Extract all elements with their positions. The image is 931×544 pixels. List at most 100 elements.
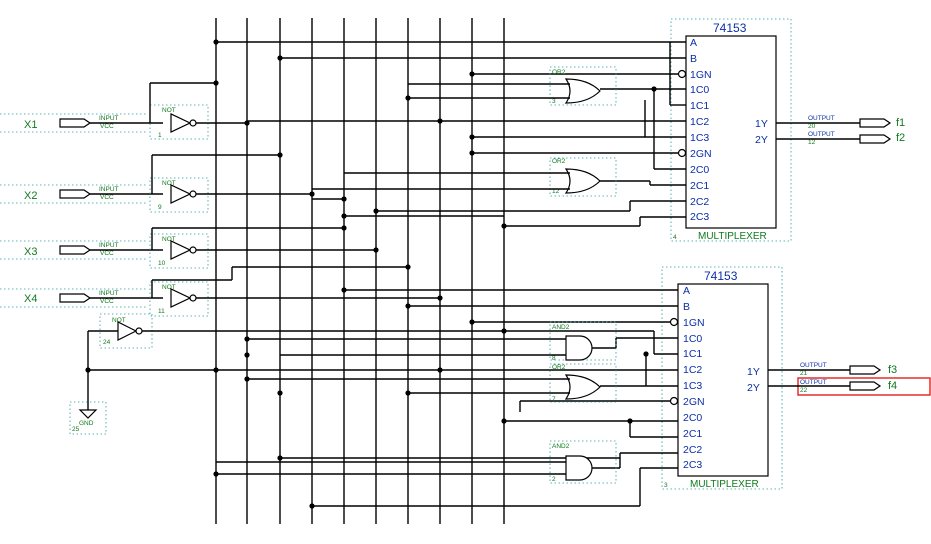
or-gate-12[interactable]: OR2 12 bbox=[312, 157, 617, 197]
mux1-pin-2gn: 2GN bbox=[690, 148, 712, 160]
output-f1-num: 20 bbox=[808, 123, 816, 130]
or-gate-3-num: 3 bbox=[552, 98, 556, 105]
and-gate-8-label: AND2 bbox=[552, 324, 570, 331]
not-gate-1[interactable]: NOT 1 bbox=[149, 104, 247, 140]
input-x3[interactable]: X3 INPUT VCC bbox=[0, 240, 163, 260]
mux1-left-pins: A B 1GN 1C0 1C1 1C2 1C3 2GN 2C0 2C1 2C2 … bbox=[690, 37, 712, 223]
output-f4-num: 22 bbox=[800, 387, 808, 394]
mux2-input-wires bbox=[216, 289, 678, 507]
or-gate-3[interactable]: OR2 3 bbox=[408, 66, 617, 106]
or-gate-12-label: OR2 bbox=[552, 158, 566, 165]
or-gate-7-num: 7 bbox=[552, 396, 556, 403]
mux1-pin-1y: 1Y bbox=[755, 118, 768, 130]
mux2-pin-2c0: 2C0 bbox=[683, 412, 702, 424]
not-gate-10-label: NOT bbox=[162, 236, 176, 243]
mux1-pin-b: B bbox=[690, 53, 697, 65]
output-f2-name: f2 bbox=[896, 132, 905, 144]
not-gate-9-label: NOT bbox=[162, 180, 176, 187]
output-f2[interactable]: OUTPUT 12 f2 bbox=[776, 131, 905, 146]
mux1-part: 74153 bbox=[713, 21, 747, 35]
output-f4-kind: OUTPUT bbox=[800, 379, 827, 386]
not-gate-1-label: NOT bbox=[162, 107, 176, 114]
mux1-num: 4 bbox=[673, 234, 677, 241]
mux2-num: 3 bbox=[664, 482, 668, 489]
input-x4-sub: VCC bbox=[100, 298, 114, 305]
and-gate-8[interactable]: AND2 8 bbox=[247, 321, 617, 362]
mux2-pin-2c1: 2C1 bbox=[683, 428, 702, 440]
output-f3-num: 21 bbox=[800, 370, 808, 377]
mux2-pin-1c1: 1C1 bbox=[683, 348, 702, 360]
mux2-pin-2c2: 2C2 bbox=[683, 444, 702, 456]
mux2-pin-1gn: 1GN bbox=[683, 317, 705, 329]
mux1-pin-1c2: 1C2 bbox=[690, 116, 709, 128]
mux1-input-wires bbox=[216, 41, 686, 227]
output-f4[interactable]: OUTPUT 22 f4 bbox=[768, 377, 931, 396]
output-f2-num: 12 bbox=[808, 139, 816, 146]
input-x3-name: X3 bbox=[24, 246, 37, 258]
input-x4-name: X4 bbox=[24, 293, 37, 305]
not-gate-24-label: NOT bbox=[112, 317, 126, 324]
gnd-num: 25 bbox=[72, 426, 80, 433]
input-x4[interactable]: X4 INPUT VCC bbox=[0, 288, 163, 308]
not-gate-24[interactable]: NOT 24 bbox=[88, 313, 654, 349]
output-f1-name: f1 bbox=[896, 117, 905, 129]
output-f1[interactable]: OUTPUT 20 f1 bbox=[776, 115, 905, 130]
mux2-pin-1c2: 1C2 bbox=[683, 364, 702, 376]
input-x2-sub: VCC bbox=[100, 194, 114, 201]
not-gate-11-num: 11 bbox=[158, 308, 165, 315]
mux1-pin-2c0: 2C0 bbox=[690, 164, 709, 176]
input-x3-sub: VCC bbox=[100, 250, 114, 257]
mux2-pin-2y: 2Y bbox=[747, 382, 760, 394]
gnd-symbol: GND 25 bbox=[69, 331, 107, 435]
mux2-part: 74153 bbox=[704, 269, 738, 283]
vertical-bus bbox=[215, 18, 505, 524]
input-x3-kind: INPUT bbox=[99, 242, 119, 249]
output-f1-kind: OUTPUT bbox=[808, 115, 835, 122]
or-gate-7[interactable]: OR2 7 bbox=[247, 363, 617, 403]
mux2[interactable]: 74153 MULTIPLEXER 3 A B 1GN 1C0 1C1 1C2 … bbox=[661, 266, 783, 490]
junction-dots bbox=[85, 39, 657, 509]
not-gate-10[interactable]: NOT 10 bbox=[149, 233, 376, 269]
output-f3[interactable]: OUTPUT 21 f3 bbox=[768, 362, 897, 377]
input-branch-wires bbox=[88, 82, 408, 371]
input-x1-kind: INPUT bbox=[99, 115, 119, 122]
and-gate-2[interactable]: AND2 2 bbox=[216, 440, 617, 484]
mux2-pin-b: B bbox=[683, 301, 690, 313]
or-gate-7-label: OR2 bbox=[552, 364, 566, 371]
mux2-pin-1y: 1Y bbox=[747, 366, 760, 378]
mux2-pin-1c3: 1C3 bbox=[683, 380, 702, 392]
and-gate-8-num: 8 bbox=[552, 355, 556, 362]
mux1-pin-1c0: 1C0 bbox=[690, 84, 709, 96]
mux1[interactable]: 74153 MULTIPLEXER 4 A B 1GN 1C0 1C1 1C2 … bbox=[670, 18, 792, 242]
mux1-pin-a: A bbox=[690, 37, 697, 49]
mux1-pin-1c1: 1C1 bbox=[690, 100, 709, 112]
mux2-title: MULTIPLEXER bbox=[690, 479, 759, 490]
mux2-left-pins: A B 1GN 1C0 1C1 1C2 1C3 2GN 2C0 2C1 2C2 … bbox=[683, 285, 705, 471]
output-f3-name: f3 bbox=[888, 364, 897, 376]
not-gate-24-num: 24 bbox=[103, 339, 111, 346]
mux2-pin-a: A bbox=[683, 285, 690, 297]
input-x1-sub: VCC bbox=[100, 123, 114, 130]
or-gate-12-num: 12 bbox=[552, 188, 560, 195]
input-x2-kind: INPUT bbox=[99, 186, 119, 193]
input-x1[interactable]: X1 INPUT VCC bbox=[0, 113, 163, 133]
or-gate-3-label: OR2 bbox=[552, 69, 566, 76]
mux2-pin-1c0: 1C0 bbox=[683, 333, 702, 345]
output-f2-kind: OUTPUT bbox=[808, 131, 835, 138]
mux1-pin-1c3: 1C3 bbox=[690, 132, 709, 144]
input-x4-kind: INPUT bbox=[99, 290, 119, 297]
output-f4-name: f4 bbox=[888, 380, 897, 392]
input-x1-name: X1 bbox=[24, 119, 37, 131]
output-f3-kind: OUTPUT bbox=[800, 362, 827, 369]
mux1-pin-2y: 2Y bbox=[755, 134, 768, 146]
mux1-pin-2c2: 2C2 bbox=[690, 196, 709, 208]
mux2-pin-2gn: 2GN bbox=[683, 396, 705, 408]
not-gate-9[interactable]: NOT 9 bbox=[149, 177, 312, 213]
not-gate-1-num: 1 bbox=[158, 132, 162, 139]
mux2-pin-2c3: 2C3 bbox=[683, 459, 702, 471]
and-gate-2-num: 2 bbox=[552, 476, 556, 483]
gnd-label: GND bbox=[79, 420, 94, 427]
not-gate-11[interactable]: NOT 11 bbox=[149, 281, 440, 317]
input-x2[interactable]: X2 INPUT VCC bbox=[0, 184, 163, 204]
